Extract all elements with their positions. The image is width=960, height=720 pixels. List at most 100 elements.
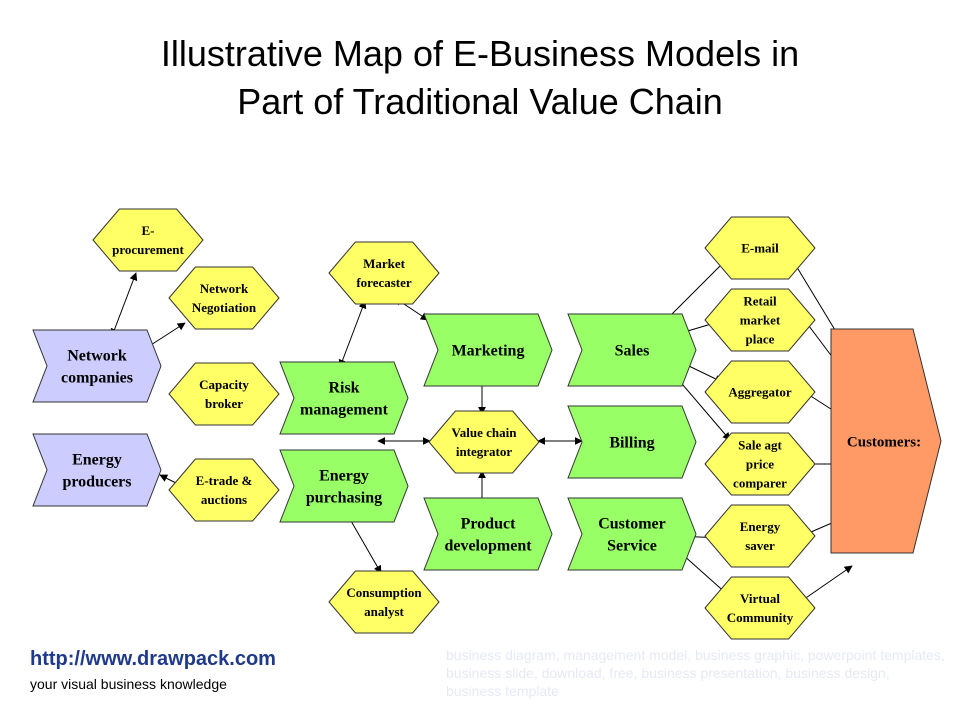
- customers-label-line-1: Customers:: [847, 434, 921, 450]
- market-forecaster-shape: [328, 241, 440, 305]
- energy-producers-label-line-1: Energy: [72, 452, 122, 469]
- energy-producers-label-line-2: producers: [62, 474, 131, 491]
- energy-saver-shape: [704, 504, 816, 568]
- sale-agt-price-comparer-shape: [704, 432, 816, 496]
- watermark-text: business diagram, management model, busi…: [446, 647, 945, 699]
- arrow-purchasing-to-consumption: [346, 513, 382, 574]
- arrow-risk-to-forecaster: [338, 300, 367, 368]
- consumption-analyst-label-line-1: Consumption: [346, 585, 422, 600]
- capacity-broker-label-line-2: broker: [205, 396, 243, 411]
- capacity-broker-label-line-1: Capacity: [199, 377, 249, 392]
- node-energy-producers: Energy producers: [32, 433, 162, 507]
- virtual-community-label-line-2: Community: [727, 610, 794, 625]
- node-energy-saver: Energy saver: [704, 504, 816, 568]
- marketing-shape: [423, 313, 553, 387]
- e-trade-auctions-label-line-1: E-trade &: [196, 473, 253, 488]
- network-negotiation-shape: [168, 266, 280, 330]
- energy-saver-label-line-1: Energy: [740, 519, 781, 534]
- node-product-development: Product development: [423, 497, 553, 571]
- node-capacity-broker: Capacity broker: [168, 362, 280, 426]
- arrow-procurement-to-network: [110, 272, 138, 337]
- title-line-1: Illustrative Map of E-Business Models in: [160, 33, 800, 74]
- capacity-broker-shape: [168, 362, 280, 426]
- customers-shape: [830, 328, 942, 554]
- node-consumption-analyst: Consumption analyst: [328, 570, 440, 634]
- node-energy-purchasing: Energy purchasing: [279, 449, 409, 523]
- market-forecaster-label-line-1: Market: [363, 256, 406, 271]
- billing-shape: [567, 405, 697, 479]
- e-procurement-shape: [92, 208, 204, 272]
- market-forecaster-label-line-2: forecaster: [356, 275, 412, 290]
- value-chain-integrator-shape: [428, 410, 540, 474]
- marketing-label-line-1: Marketing: [452, 343, 525, 360]
- node-risk-management: Risk management: [279, 361, 409, 435]
- e-mail-label-line-1: E-mail: [741, 241, 779, 256]
- network-negotiation-label-line-2: Negotiation: [192, 300, 257, 315]
- e-procurement-label-line-1: E-: [142, 223, 155, 238]
- e-procurement-label-line-2: procurement: [112, 242, 184, 257]
- aggregator-label-line-1: Aggregator: [728, 385, 792, 400]
- risk-management-label-line-1: Risk: [328, 380, 359, 397]
- energy-purchasing-shape: [279, 449, 409, 523]
- node-retail-market-place: Retail market place: [704, 288, 816, 352]
- virtual-community-shape: [704, 576, 816, 640]
- customer-service-shape: [567, 497, 697, 571]
- billing-label-line-1: Billing: [609, 435, 654, 452]
- sales-shape: [567, 313, 697, 387]
- node-value-chain-integrator: Value chain integrator: [428, 410, 540, 474]
- value-chain-integrator-label-line-1: Value chain: [452, 425, 518, 440]
- footer-url-link[interactable]: http://www.drawpack.com: [30, 648, 276, 670]
- title-line-2: Part of Traditional Value Chain: [237, 81, 723, 122]
- e-trade-auctions-label-line-2: auctions: [201, 492, 247, 507]
- node-network-companies: Network companies: [32, 329, 162, 403]
- virtual-community-label-line-1: Virtual: [740, 591, 780, 606]
- energy-producers-shape: [32, 433, 162, 507]
- product-development-label-line-1: Product: [461, 516, 516, 533]
- node-sale-agt-price-comparer: Sale agt price comparer: [704, 432, 816, 496]
- customer-service-label-line-2: Service: [607, 538, 657, 555]
- sale-agt-price-comparer-label-line-2: price: [746, 457, 774, 472]
- retail-market-place-label-line-2: market: [740, 313, 781, 328]
- energy-purchasing-label-line-1: Energy: [319, 468, 369, 485]
- network-companies-label-line-1: Network: [67, 348, 127, 365]
- energy-saver-label-line-2: saver: [745, 538, 775, 553]
- e-mail-shape: [704, 216, 816, 280]
- sales-label-line-1: Sales: [615, 343, 650, 360]
- nodes: E-procurementNetworkNegotiationCapacityb…: [32, 208, 942, 640]
- network-companies-label-line-2: companies: [61, 370, 133, 387]
- network-companies-shape: [32, 329, 162, 403]
- customer-service-label-line-1: Customer: [598, 516, 666, 533]
- node-marketing: Marketing: [423, 313, 553, 387]
- sale-agt-price-comparer-label-line-3: comparer: [733, 476, 787, 491]
- node-aggregator: Aggregator: [704, 360, 816, 424]
- retail-market-place-label-line-3: place: [746, 332, 775, 347]
- node-sales: Sales: [567, 313, 697, 387]
- footer-tagline: your visual business knowledge: [30, 676, 227, 692]
- page-title: Illustrative Map of E-Business Models in…: [0, 30, 960, 126]
- sale-agt-price-comparer-label-line-1: Sale agt: [738, 438, 782, 453]
- node-billing: Billing: [567, 405, 697, 479]
- product-development-label-line-2: development: [444, 538, 532, 555]
- arrow-community-to-customers: [799, 565, 853, 603]
- node-customers: Customers:: [830, 328, 942, 554]
- aggregator-shape: [704, 360, 816, 424]
- consumption-analyst-label-line-2: analyst: [364, 604, 404, 619]
- e-trade-auctions-shape: [168, 458, 280, 522]
- network-negotiation-label-line-1: Network: [200, 281, 249, 296]
- energy-purchasing-label-line-2: purchasing: [306, 490, 382, 507]
- retail-market-place-shape: [704, 288, 816, 352]
- node-e-trade-auctions: E-trade & auctions: [168, 458, 280, 522]
- retail-market-place-label-line-1: Retail: [743, 294, 777, 309]
- node-market-forecaster: Market forecaster: [328, 241, 440, 305]
- consumption-analyst-shape: [328, 570, 440, 634]
- risk-management-label-line-2: management: [300, 402, 389, 419]
- node-e-mail: E-mail: [704, 216, 816, 280]
- node-e-procurement: E-procurement: [92, 208, 204, 272]
- product-development-shape: [423, 497, 553, 571]
- value-chain-integrator-label-line-2: integrator: [456, 444, 513, 459]
- risk-management-shape: [279, 361, 409, 435]
